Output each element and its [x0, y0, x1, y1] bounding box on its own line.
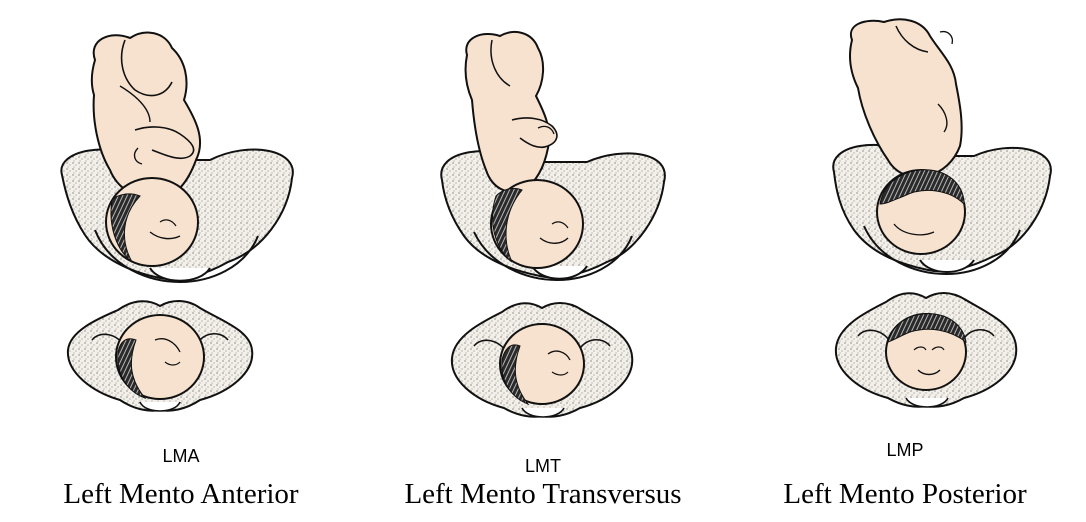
lmp-illustration — [724, 0, 1086, 440]
caption-label: Left Mento Anterior — [0, 478, 362, 511]
lma-illustration — [0, 0, 362, 440]
fetus-head — [877, 170, 965, 254]
fetus-head — [106, 178, 198, 266]
pelvis-lower — [68, 301, 252, 411]
panel-lmp: LMP Left Mento Posterior — [724, 0, 1086, 522]
pelvis-lower — [452, 303, 632, 417]
abbr-label: LMA — [0, 446, 362, 467]
panel-lmt: LMT Left Mento Transversus — [362, 0, 724, 522]
abbr-label: LMT — [362, 456, 724, 477]
caption-label: Left Mento Transversus — [362, 478, 724, 511]
caption-label: Left Mento Posterior — [724, 478, 1086, 511]
pelvis-lower — [836, 293, 1016, 407]
panel-lma: LMA Left Mento Anterior — [0, 0, 362, 522]
fetus-head — [491, 180, 583, 268]
lmt-illustration — [362, 0, 724, 440]
abbr-label: LMP — [724, 440, 1086, 461]
